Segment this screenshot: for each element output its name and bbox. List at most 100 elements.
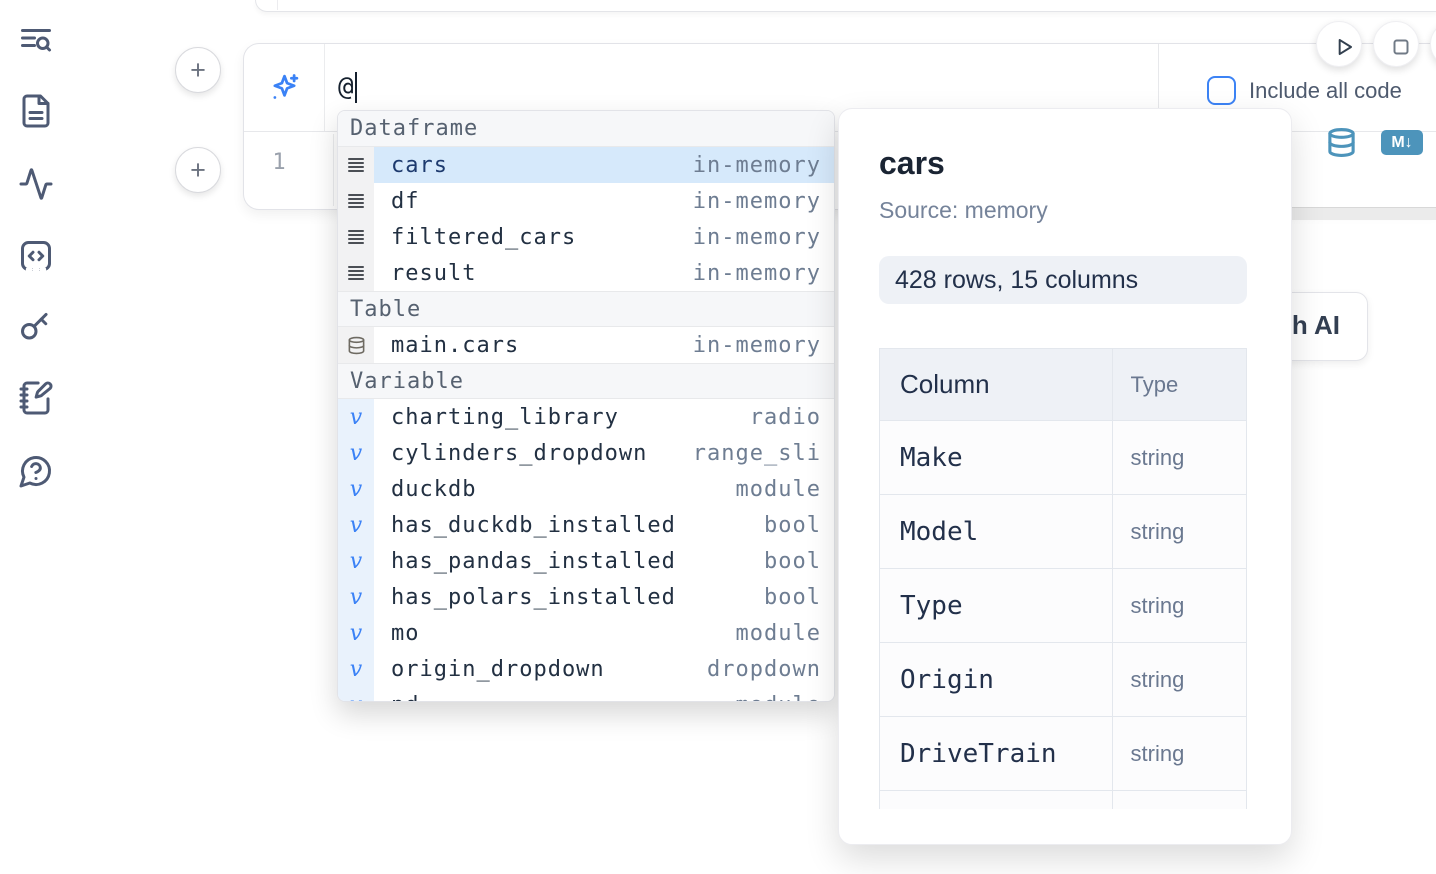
schema-column-type: string [1111,568,1248,643]
variable-icon: v [338,579,374,615]
autocomplete-item[interactable]: v has_duckdb_installed bool [338,507,834,543]
schema-column-name [879,790,1113,809]
code-editor-row[interactable]: 1 [244,132,1436,208]
add-cell-below-button[interactable]: + [175,147,221,193]
autocomplete-item[interactable]: v has_pandas_installed bool [338,543,834,579]
autocomplete-item-name: has_pandas_installed [391,548,676,574]
code-snippet-icon[interactable] [18,238,54,274]
dataframe-icon [338,255,374,291]
ai-prompt-input[interactable]: @ [338,72,357,103]
autocomplete-section-header: Variable [338,363,834,399]
stop-square-icon [1393,39,1408,55]
run-cell-button[interactable] [1316,21,1362,67]
autocomplete-item[interactable]: vpdmodule [338,687,834,702]
autocomplete-item-type: in-memory [692,260,821,286]
line-number: 1 [272,150,286,175]
sparkles-icon [268,72,301,105]
table-database-icon [338,327,374,363]
helper-sidebar [0,0,72,874]
add-cell-above-button[interactable]: + [175,47,221,93]
cell-footer-icons: M↓ [1326,127,1423,158]
database-icon[interactable] [1326,127,1357,158]
schema-column-name: Make [879,420,1113,495]
schema-table-header: Type [1111,348,1248,421]
shape-badge: 428 rows, 15 columns [879,256,1247,304]
schema-table-header: Column [879,348,1113,421]
autocomplete-item-type: range_sli [692,440,821,466]
dataframe-icon [338,219,374,255]
autocomplete-item[interactable]: main.cars in-memory [338,327,834,363]
schema-column-name: DriveTrain [879,716,1113,791]
previous-cell-partial [255,0,1436,12]
autocomplete-item-type: module [736,693,821,702]
variable-icon: v [338,507,374,543]
autocomplete-item[interactable]: v cylinders_dropdown range_sli [338,435,834,471]
variable-icon: v [338,471,374,507]
include-all-code-option[interactable]: Include all code [1207,76,1402,105]
preview-title: cars [879,145,945,181]
schema-column-type: string [1111,494,1248,569]
variable-icon: v [338,399,374,435]
autocomplete-item-name: cylinders_dropdown [391,440,648,466]
autocomplete-section-header: Table [338,291,834,327]
stop-button[interactable] [1373,21,1419,67]
variable-icon: v [338,435,374,471]
key-icon[interactable] [18,308,54,344]
variable-icon: v [338,651,374,687]
toc-search-icon[interactable] [18,23,54,59]
schema-column-type: string [1111,420,1248,495]
variable-icon: v [338,543,374,579]
include-all-code-label: Include all code [1249,77,1402,103]
autocomplete-item[interactable]: filtered_cars in-memory [338,219,834,255]
autocomplete-item-type: in-memory [692,332,821,358]
autocomplete-item[interactable]: v has_polars_installed bool [338,579,834,615]
scratchpad-icon[interactable] [18,380,54,416]
help-icon[interactable] [18,453,54,489]
autocomplete-item-type: in-memory [692,188,821,214]
include-all-code-checkbox[interactable] [1207,76,1236,105]
variable-icon: v [338,615,374,651]
dataframe-icon [338,183,374,219]
schema-column-type [1111,790,1248,809]
cell-gutter-divider [277,0,278,10]
activity-icon[interactable] [18,166,54,202]
autocomplete-item-name: filtered_cars [391,224,577,250]
schema-column-name: Model [879,494,1113,569]
play-icon [1338,38,1352,56]
variable-icon: v [338,687,374,701]
autocomplete-item-type: radio [749,404,821,430]
autocomplete-item-type: in-memory [692,152,821,178]
autocomplete-section: Table main.cars in-memory [338,291,834,363]
schema-column-name: Origin [879,642,1113,717]
autocomplete-item-name: mo [391,620,420,646]
autocomplete-item-type: module [735,620,821,646]
autocomplete-item-name: has_polars_installed [391,584,676,610]
markdown-icon[interactable]: M↓ [1381,130,1423,155]
autocomplete-item[interactable]: df in-memory [338,183,834,219]
autocomplete-item-type: bool [764,512,821,538]
autocomplete-item[interactable]: cars in-memory [338,147,834,183]
autocomplete-item-name: cars [391,152,448,178]
autocomplete-item-type: bool [764,584,821,610]
dataframe-icon [338,147,374,183]
autocomplete-item-type: in-memory [692,224,821,250]
autocomplete-item-name: has_duckdb_installed [391,512,676,538]
autocomplete-item-name: df [391,188,420,214]
autocomplete-section-header: Dataframe [338,111,834,147]
preview-source: Source: memory [879,197,1048,223]
autocomplete-item-type: bool [764,548,821,574]
autocomplete-item-name: duckdb [391,476,477,502]
file-document-icon[interactable] [18,93,54,129]
autocomplete-item-name: main.cars [391,332,520,358]
